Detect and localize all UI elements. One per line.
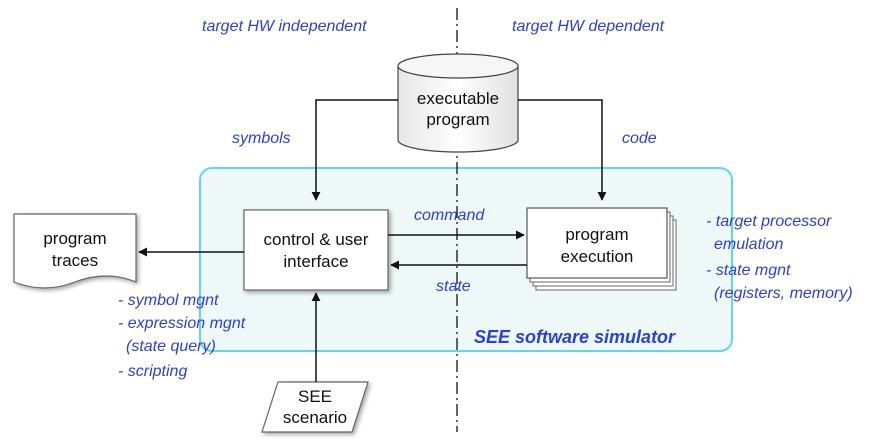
executable-line-2: program	[426, 110, 489, 129]
simulator-label: SEE software simulator	[474, 327, 676, 347]
left-notes: - symbol mgnt - expression mgnt (state q…	[118, 292, 246, 380]
right-note-2: emulation	[714, 236, 783, 253]
hw-independent-label: target HW independent	[202, 18, 367, 35]
right-note-1: - target processor	[706, 213, 832, 230]
right-note-4: (registers, memory)	[714, 285, 853, 302]
executable-program-cylinder: executable program	[397, 53, 519, 153]
command-label: command	[414, 207, 485, 224]
left-note-1: - symbol mgnt	[118, 292, 219, 309]
scenario-line-1: SEE	[298, 387, 332, 406]
execution-line-2: execution	[561, 247, 634, 266]
symbols-arrow	[311, 99, 398, 201]
control-line-1: control & user	[264, 230, 369, 249]
state-label: state	[436, 278, 471, 295]
program-traces-document: program traces	[13, 213, 137, 289]
see-scenario-box: SEE scenario	[261, 381, 369, 433]
execution-line-1: program	[565, 225, 628, 244]
left-note-2: - expression mgnt	[118, 315, 246, 332]
control-line-2: interface	[283, 252, 348, 271]
left-note-4: - scripting	[118, 363, 187, 380]
executable-line-1: executable	[417, 89, 499, 108]
left-note-3: (state query)	[126, 338, 216, 355]
program-execution-box: program execution	[526, 207, 677, 291]
hw-dependent-label: target HW dependent	[512, 18, 665, 35]
right-notes: - target processor emulation - state mgn…	[706, 213, 853, 302]
traces-line-2: traces	[52, 251, 98, 270]
symbols-label: symbols	[232, 130, 291, 147]
control-user-interface-box: control & user interface	[243, 209, 389, 291]
scenario-line-2: scenario	[283, 408, 347, 427]
code-label: code	[622, 130, 657, 147]
right-note-3: - state mgnt	[706, 262, 791, 279]
code-arrow	[518, 99, 607, 201]
traces-line-1: program	[43, 229, 106, 248]
